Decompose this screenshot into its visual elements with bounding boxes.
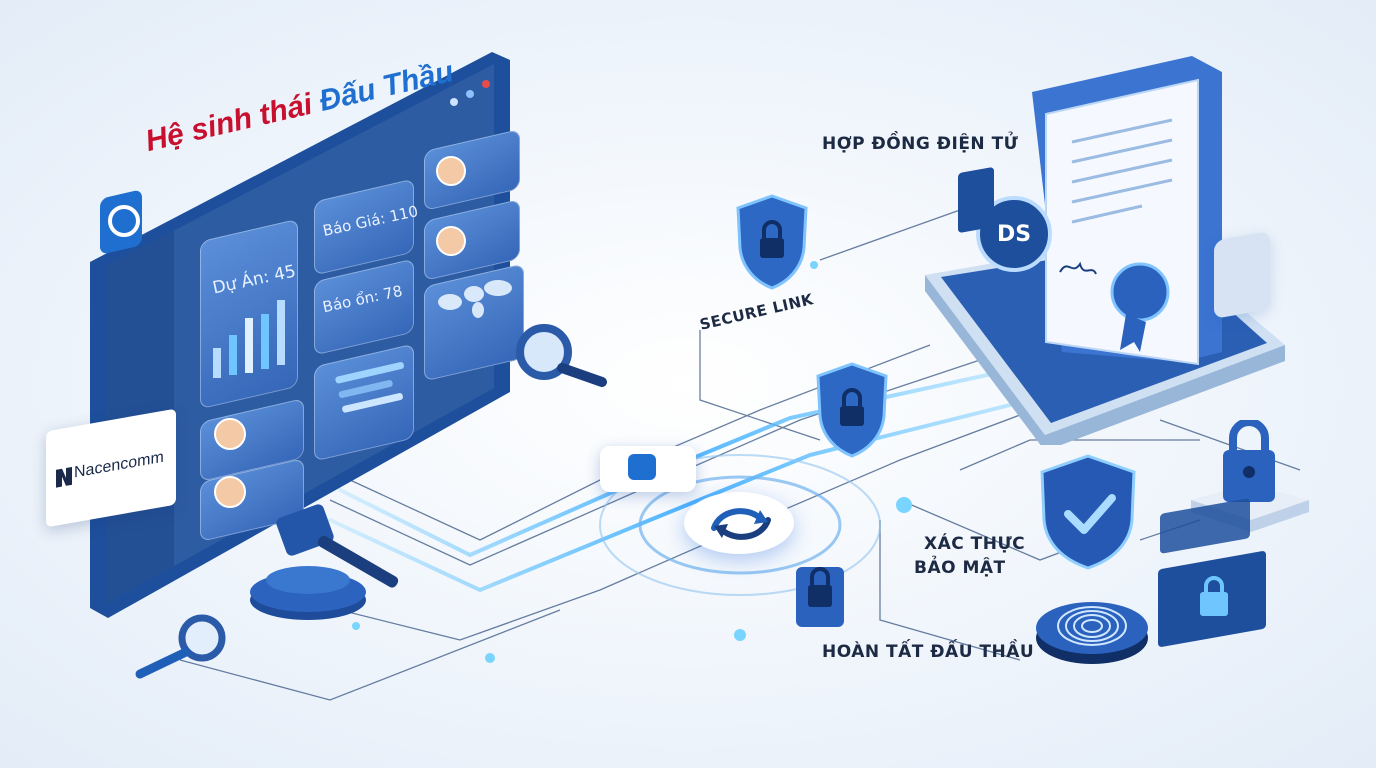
contract-document-icon: [1032, 56, 1222, 366]
app-logo-tile: [1214, 231, 1270, 319]
auth-label-line2: BẢO MẬT: [914, 558, 1006, 578]
complete-bidding-label: HOÀN TẤT ĐẤU THẦU: [822, 642, 1035, 662]
bar-chart-icon: [213, 300, 285, 378]
shield-check-icon: [1040, 454, 1136, 570]
nacencomm-logo-icon: [56, 466, 72, 488]
app-node-icon: [628, 454, 656, 480]
shield-lock-icon: [816, 362, 888, 458]
contract-label: HỢP ĐỒNG ĐIỆN TỬ: [822, 134, 1019, 154]
lock-icon: [1200, 576, 1228, 616]
fingerprint-scanner-icon: [1036, 602, 1148, 664]
shield-lock-icon: [736, 194, 808, 290]
avatar: [436, 226, 466, 256]
padlock-pedestal-icon: [1191, 420, 1309, 532]
sync-icon: [711, 508, 771, 540]
avatar: [436, 156, 466, 186]
magnifier-icon: [516, 324, 607, 387]
avatar: [214, 418, 246, 450]
sync-hub-button[interactable]: [684, 492, 794, 554]
gavel-icon: [250, 504, 399, 620]
app-logo-glyph: [108, 205, 140, 237]
auth-label-line1: XÁC THỰC: [924, 534, 1026, 554]
magnifier-icon: [135, 614, 226, 679]
nacencomm-label: Nacencomm: [74, 448, 164, 482]
window-dot-blue[interactable]: [466, 90, 474, 98]
ds-seal-label: DS: [996, 221, 1032, 247]
progress-bars: [335, 362, 404, 413]
avatar: [214, 476, 246, 508]
window-dot-light[interactable]: [450, 98, 458, 106]
world-map-icon: [438, 280, 512, 318]
window-dot-red[interactable]: [482, 80, 490, 88]
code-panel: [958, 166, 994, 234]
nacencomm-badge[interactable]: Nacencomm: [46, 408, 176, 528]
lock-icon: [796, 567, 844, 627]
